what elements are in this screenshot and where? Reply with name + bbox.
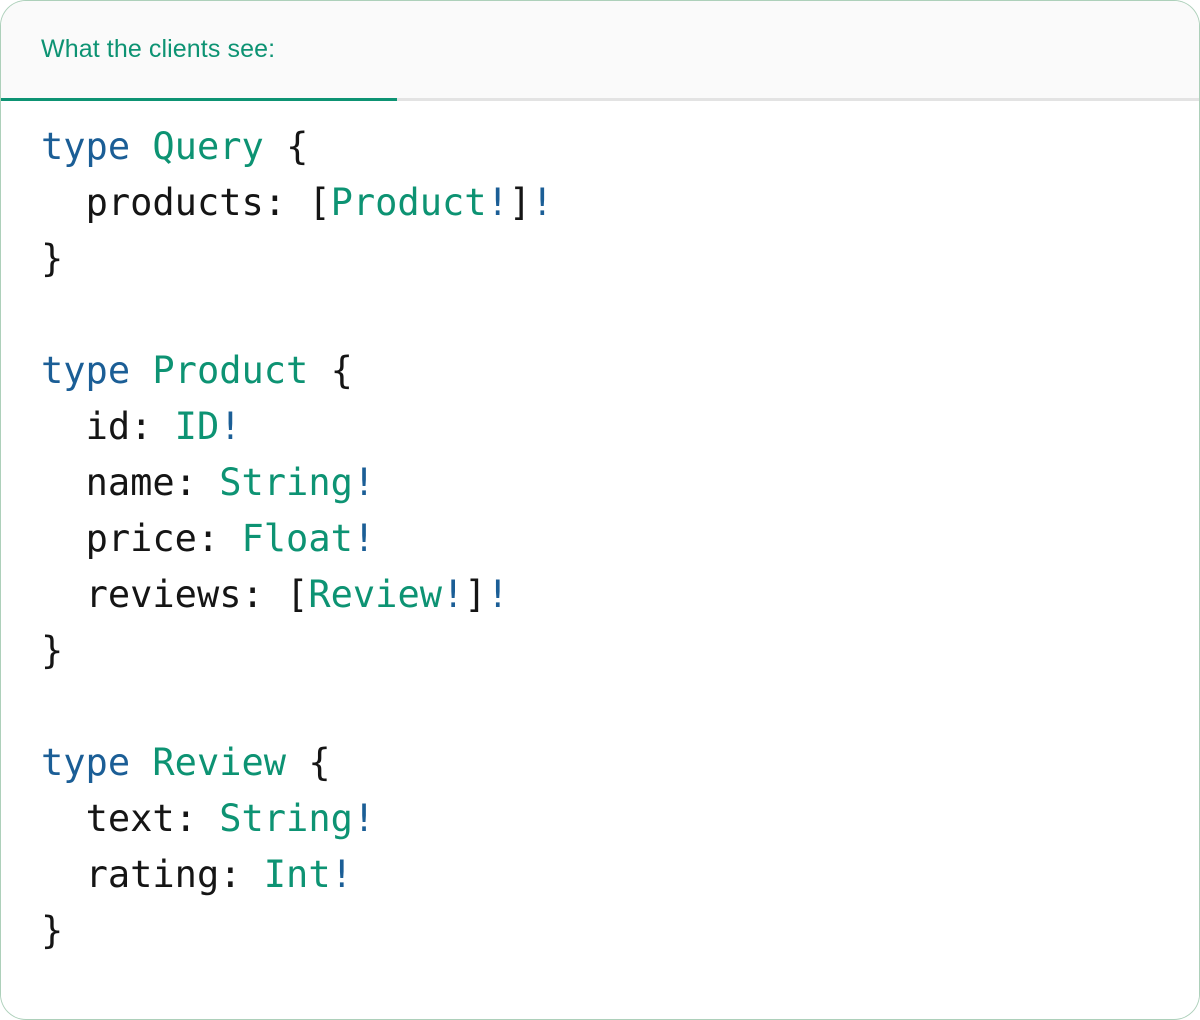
code-token-punct: { — [286, 125, 309, 168]
code-token-plain — [130, 125, 152, 168]
tab-what-the-clients-see[interactable]: What the clients see: — [1, 1, 397, 101]
code-token-punct: ] — [508, 181, 532, 224]
code-token-plain — [308, 349, 330, 392]
code-token-bang: ! — [531, 181, 554, 224]
code-token-plain — [130, 349, 152, 392]
code-token-plain — [41, 517, 86, 560]
code-token-bang: ! — [219, 405, 242, 448]
code-token-field: rating: — [85, 853, 242, 896]
code-panel: type Query { products: [Product!]!} type… — [1, 101, 1199, 1018]
code-token-punct: { — [308, 741, 331, 784]
code-token-type: Query — [152, 125, 264, 168]
code-token-type: ID — [174, 405, 220, 448]
code-token-plain — [130, 741, 152, 784]
code-line: name: String! — [41, 455, 1199, 511]
code-line: price: Float! — [41, 511, 1199, 567]
code-token-type: Review — [152, 741, 287, 784]
code-line — [41, 287, 1199, 343]
code-token-plain — [286, 181, 308, 224]
code-token-plain — [152, 405, 174, 448]
code-line: reviews: [Review!]! — [41, 567, 1199, 623]
code-line: rating: Int! — [41, 847, 1199, 903]
code-token-bang: ! — [330, 853, 353, 896]
code-token-punct: ] — [464, 573, 487, 616]
code-token-plain — [41, 797, 86, 840]
code-token-plain — [242, 853, 264, 896]
code-token-type: Product — [152, 349, 309, 392]
code-token-punct: } — [41, 629, 64, 672]
code-token-type: String — [219, 461, 353, 504]
code-token-plain — [197, 461, 219, 504]
code-token-bang: ! — [486, 181, 509, 224]
code-token-bang: ! — [352, 797, 376, 840]
code-token-field: products: — [85, 181, 287, 224]
code-token-plain — [197, 797, 219, 840]
code-line: text: String! — [41, 791, 1199, 847]
code-token-type: Float — [241, 517, 353, 560]
code-token-bang: ! — [486, 573, 509, 616]
tab-bar-rule — [1, 98, 1199, 101]
code-token-plain — [264, 573, 286, 616]
code-token-plain — [41, 405, 86, 448]
code-token-plain — [41, 853, 86, 896]
code-token-field: price: — [85, 517, 220, 560]
code-token-bang: ! — [352, 461, 376, 504]
code-token-field: name: — [85, 461, 197, 504]
graphql-schema-code: type Query { products: [Product!]!} type… — [41, 119, 1199, 959]
code-line: type Product { — [41, 343, 1199, 399]
code-line: products: [Product!]! — [41, 175, 1199, 231]
code-line: id: ID! — [41, 399, 1199, 455]
code-token-punct: } — [41, 237, 64, 280]
code-token-type: Review — [308, 573, 442, 616]
code-token-type: String — [219, 797, 353, 840]
code-line: type Query { — [41, 119, 1199, 175]
code-token-plain — [41, 573, 86, 616]
code-token-plain — [41, 461, 86, 504]
tab-bar: What the clients see: — [1, 1, 1199, 101]
code-token-keyword: type — [41, 741, 131, 784]
code-token-punct: [ — [308, 181, 331, 224]
code-token-type: Product — [330, 181, 487, 224]
code-token-bang: ! — [442, 573, 465, 616]
code-line: } — [41, 231, 1199, 287]
code-token-plain — [219, 517, 241, 560]
tab-label: What the clients see: — [41, 35, 276, 63]
code-token-plain — [264, 125, 286, 168]
code-line: type Review { — [41, 735, 1199, 791]
code-token-keyword: type — [41, 125, 131, 168]
code-token-plain — [41, 181, 86, 224]
code-line: } — [41, 623, 1199, 679]
code-token-field: id: — [85, 405, 153, 448]
code-token-field: reviews: — [85, 573, 264, 616]
code-token-plain — [286, 741, 308, 784]
code-token-type: Int — [263, 853, 331, 896]
code-line — [41, 679, 1199, 735]
code-token-punct: { — [330, 349, 353, 392]
code-token-punct: } — [41, 909, 64, 952]
code-line: } — [41, 903, 1199, 959]
code-token-keyword: type — [41, 349, 131, 392]
code-token-field: text: — [85, 797, 197, 840]
code-token-punct: [ — [286, 573, 309, 616]
code-token-bang: ! — [352, 517, 376, 560]
